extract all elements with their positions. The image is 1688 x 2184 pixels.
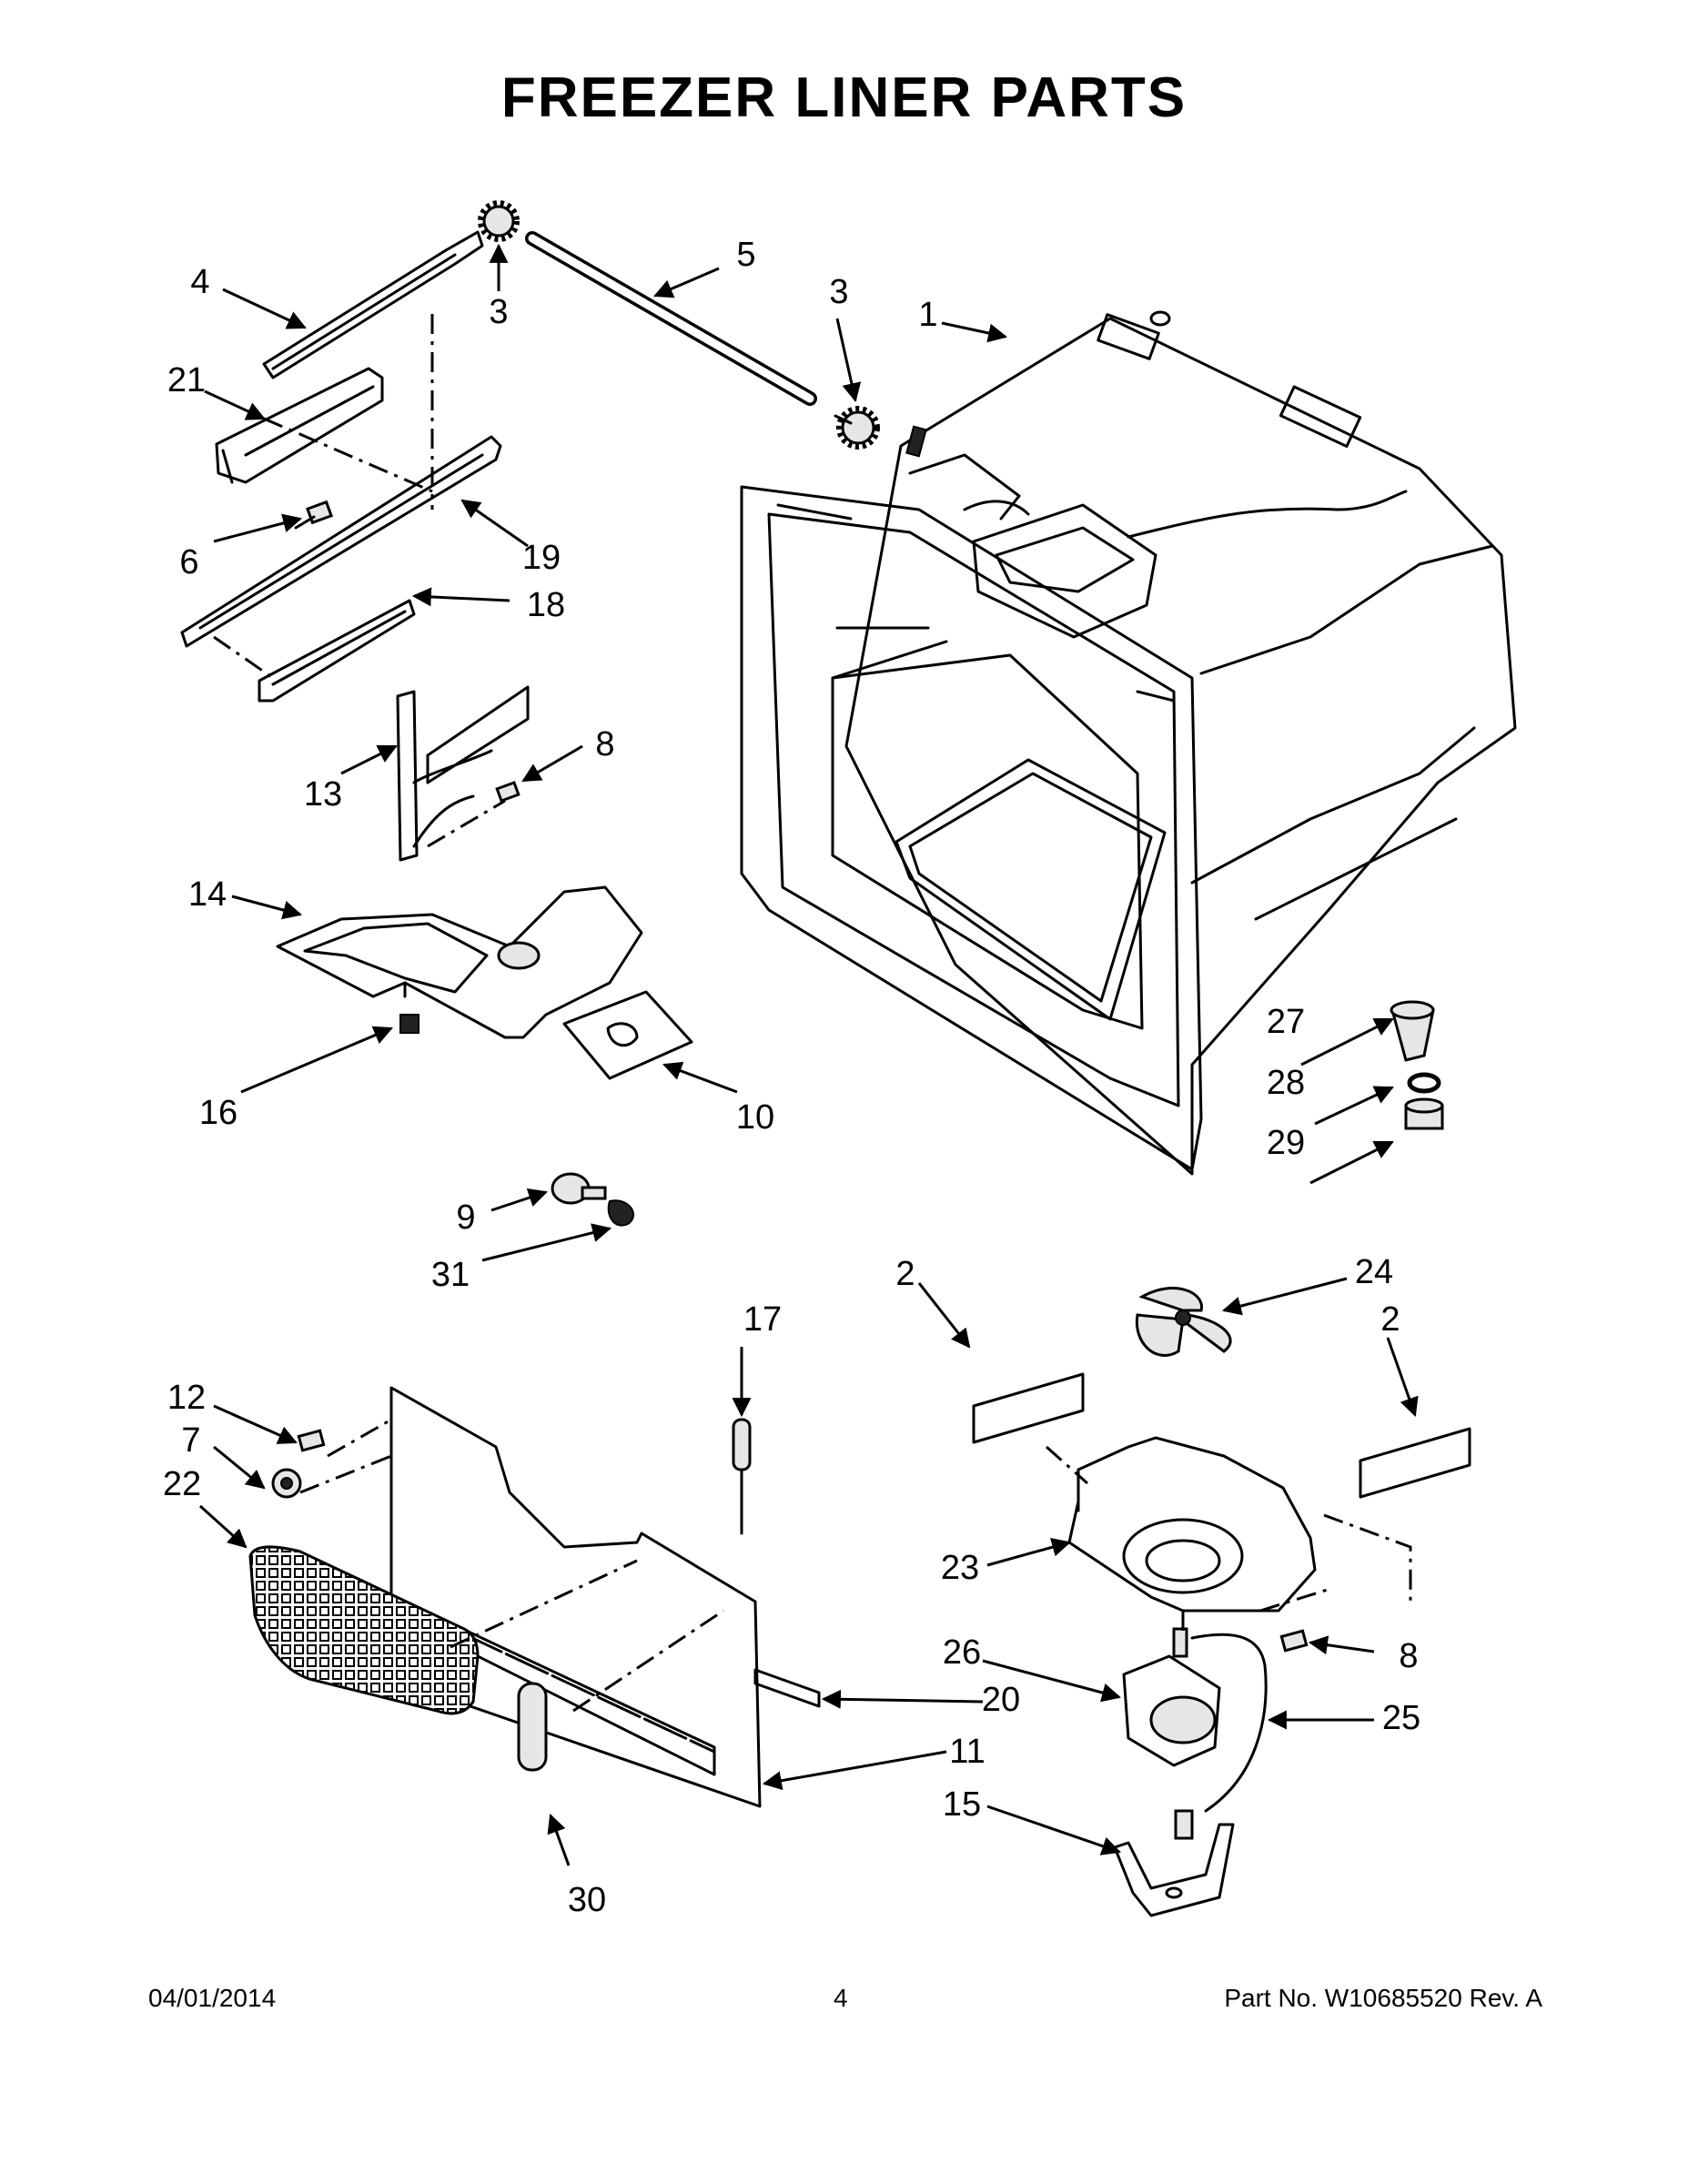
footer-part-number: Part No. W10685520 Rev. A xyxy=(1224,1984,1542,2012)
footer-page-number: 4 xyxy=(834,1984,848,2012)
screw-part-8-upper xyxy=(495,781,521,803)
callout-16: 16 xyxy=(199,1094,238,1132)
callout-11: 11 xyxy=(949,1733,985,1771)
fan-blade-part-24 xyxy=(1135,1287,1232,1357)
callout-24: 24 xyxy=(1355,1253,1393,1291)
callout-1: 1 xyxy=(918,296,937,334)
callout-22: 22 xyxy=(163,1465,201,1503)
callout-9: 9 xyxy=(456,1198,475,1237)
callout-15: 15 xyxy=(943,1785,981,1824)
bracket-part-15 xyxy=(1113,1809,1235,1917)
page-title: FREEZER LINER PARTS xyxy=(500,66,1188,129)
drain-trap-part-27 xyxy=(1390,1000,1435,1062)
callout-20: 20 xyxy=(982,1681,1020,1719)
rod-part-5 xyxy=(525,231,817,406)
insulation-part-2-right xyxy=(1359,1427,1471,1499)
fan-housing-part-23 xyxy=(1067,1436,1317,1613)
fan-motor-part-26 xyxy=(1122,1627,1221,1767)
mount-bracket-part-13 xyxy=(396,685,530,862)
callout-3-right: 3 xyxy=(829,273,848,311)
callout-13: 13 xyxy=(304,775,342,814)
footer-date: 04/01/2014 xyxy=(148,1984,277,2012)
callout-3-left: 3 xyxy=(489,293,508,331)
freezer-liner xyxy=(740,310,1517,1176)
callout-7: 7 xyxy=(181,1421,200,1460)
callout-14: 14 xyxy=(188,875,227,914)
callout-17: 17 xyxy=(743,1300,782,1339)
sensor-part-17 xyxy=(732,1418,752,1535)
callout-12: 12 xyxy=(167,1379,206,1417)
callout-8-upper: 8 xyxy=(595,725,614,763)
lamp-socket-part-9 xyxy=(551,1172,607,1205)
screw-part-12 xyxy=(297,1429,326,1452)
ring-part-28 xyxy=(1407,1072,1441,1094)
rail-bracket-part-21 xyxy=(215,367,384,484)
callout-25: 25 xyxy=(1382,1699,1420,1737)
lamp-clip-part-31 xyxy=(607,1199,635,1227)
gasket-part-10 xyxy=(562,990,693,1080)
leader-lines xyxy=(198,243,1419,1866)
drain-pan-part-14 xyxy=(276,885,643,1039)
callout-26: 26 xyxy=(943,1633,981,1672)
callout-28: 28 xyxy=(1267,1064,1305,1102)
callout-23: 23 xyxy=(941,1549,979,1587)
rail-part-18 xyxy=(258,599,416,703)
rear-panel-part-11 xyxy=(389,1386,762,1808)
callout-4: 4 xyxy=(190,263,209,301)
callout-6: 6 xyxy=(179,543,198,581)
gear-part-3-right xyxy=(834,406,880,450)
callout-10: 10 xyxy=(736,1098,774,1137)
callout-2-left: 2 xyxy=(895,1255,915,1293)
callout-labels: 4 3 5 3 1 21 6 19 18 13 8 14 16 10 9 31 … xyxy=(163,236,1420,1919)
rail-part-19 xyxy=(180,435,502,648)
callout-27: 27 xyxy=(1267,1003,1305,1041)
clip-part-16 xyxy=(399,1014,419,1034)
callout-19: 19 xyxy=(522,539,561,577)
callout-29: 29 xyxy=(1267,1124,1305,1162)
callout-30: 30 xyxy=(568,1881,606,1919)
insulation-part-2-left xyxy=(972,1372,1085,1444)
callout-8-lower: 8 xyxy=(1399,1637,1418,1675)
callout-31: 31 xyxy=(431,1256,470,1294)
seal-part-20 xyxy=(753,1668,821,1708)
screw-part-6 xyxy=(294,500,333,530)
bracket-part-7 xyxy=(271,1468,302,1499)
wire-harness-part-25 xyxy=(1190,1633,1268,1813)
callout-21: 21 xyxy=(167,361,206,399)
gear-part-3-left xyxy=(478,200,520,242)
grille-part-22 xyxy=(248,1545,480,1715)
bulb-part-30 xyxy=(517,1682,548,1772)
screw-part-8-lower xyxy=(1279,1629,1309,1653)
callout-2-right: 2 xyxy=(1380,1300,1400,1339)
callout-5: 5 xyxy=(736,236,755,274)
rail-cover-part-4 xyxy=(262,230,484,379)
grommet-part-29 xyxy=(1404,1097,1444,1130)
callout-18: 18 xyxy=(527,586,565,624)
